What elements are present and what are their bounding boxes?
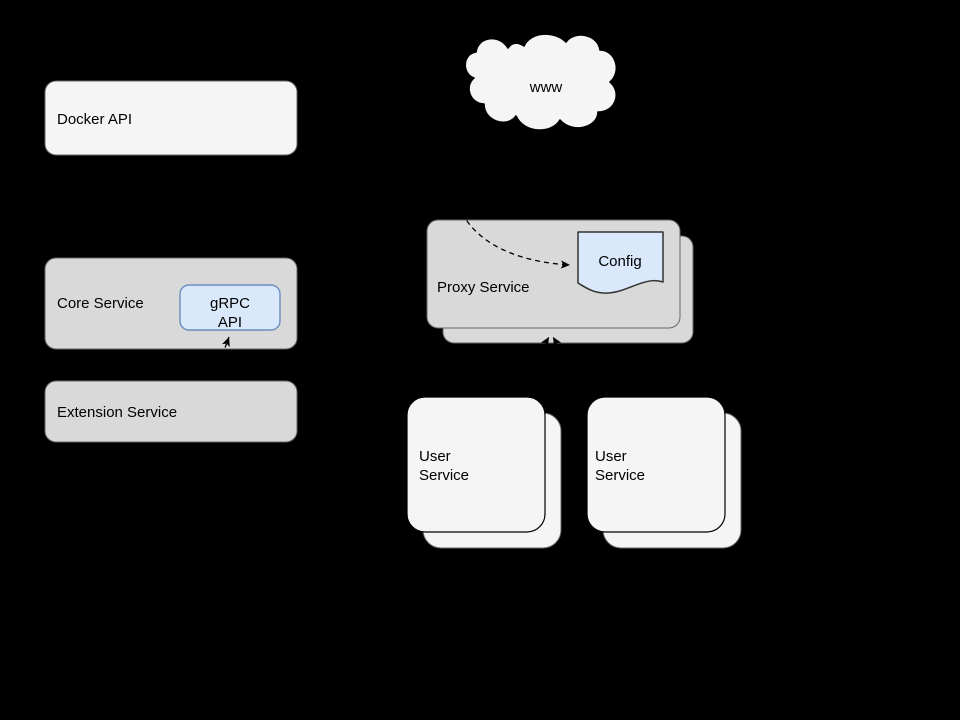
node-user-service-1[interactable]	[406, 396, 562, 549]
node-extension-service[interactable]	[44, 380, 298, 443]
node-grpc-api[interactable]	[179, 284, 281, 331]
edge-user1-to-proxy	[540, 336, 550, 348]
node-config[interactable]	[577, 231, 664, 294]
node-user-service-2[interactable]	[586, 396, 742, 549]
edge-extension-to-grpc	[214, 336, 230, 379]
node-docker-api[interactable]	[44, 80, 298, 156]
edge-user2-to-proxy	[552, 336, 562, 348]
node-www-cloud[interactable]	[464, 33, 618, 131]
edge-cloud-to-config	[461, 212, 571, 269]
